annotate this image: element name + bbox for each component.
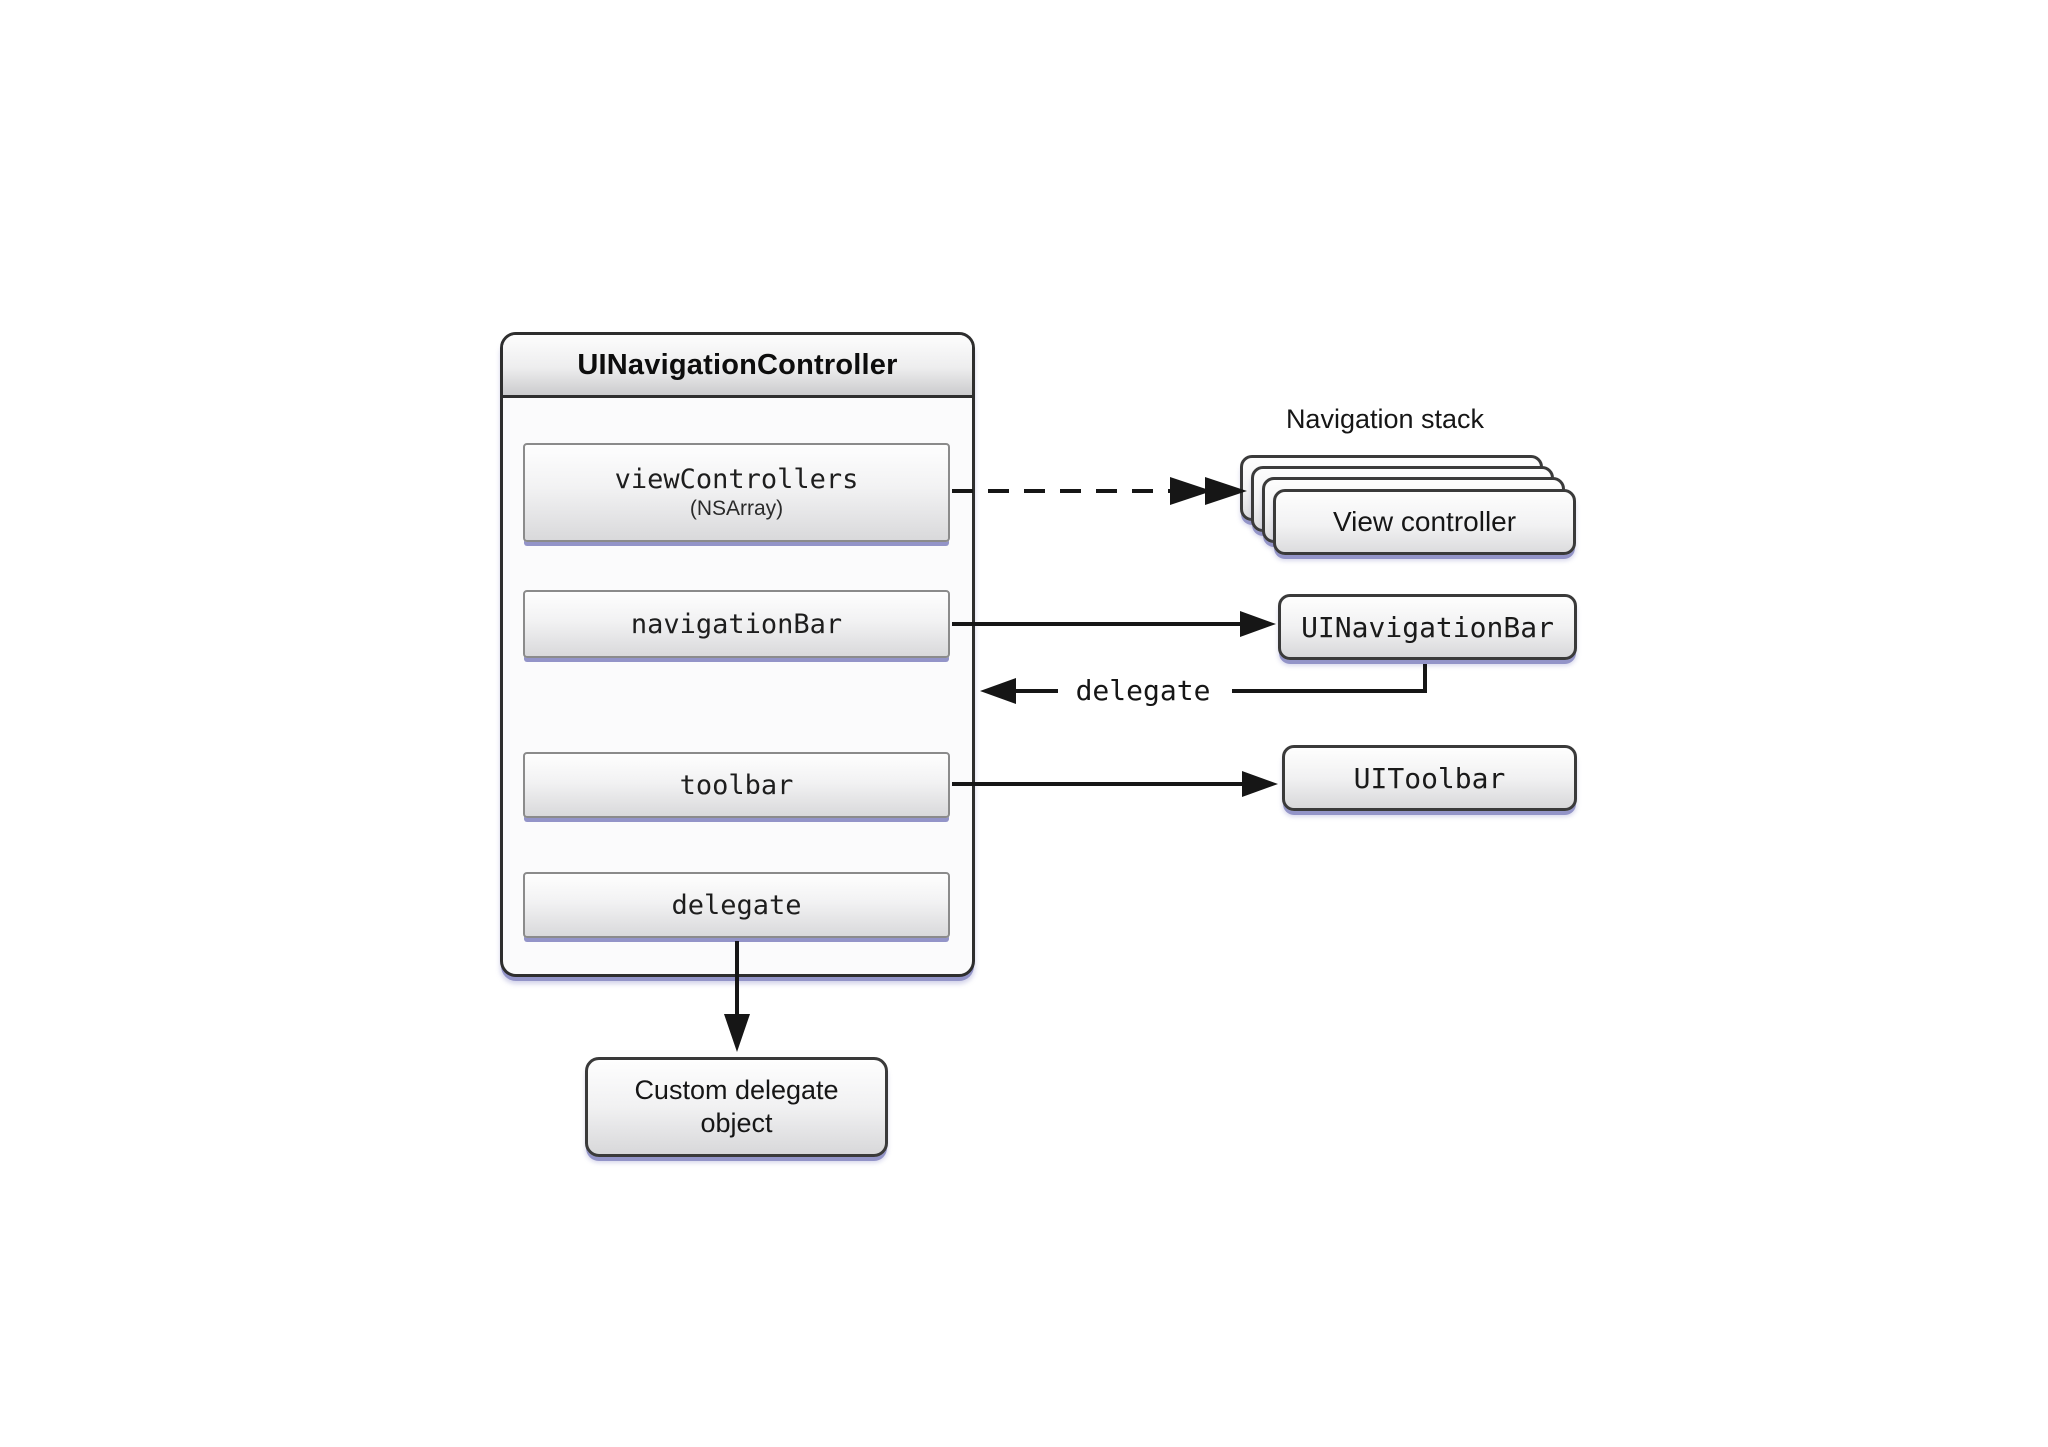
delegate-edge-label: delegate xyxy=(1075,674,1211,707)
custom-delegate-object-box: Custom delegate object xyxy=(585,1057,888,1157)
property-navigationbar-label: navigationBar xyxy=(630,608,843,640)
navigation-stack-title: Navigation stack xyxy=(1285,404,1485,434)
property-navigationbar: navigationBar xyxy=(523,590,950,658)
stack-card-front: View controller xyxy=(1273,489,1576,555)
property-viewcontrollers-sublabel: (NSArray) xyxy=(689,497,784,520)
uinavigationbar-label: UINavigationBar xyxy=(1301,610,1554,644)
stack-card-front-label: View controller xyxy=(1332,506,1517,537)
arrow-toolbar-to-uitoolbar xyxy=(952,771,1278,797)
uinavigationbar-box: UINavigationBar xyxy=(1278,594,1577,660)
property-viewcontrollers-label: viewControllers xyxy=(614,464,859,495)
custom-delegate-object-label: Custom delegate object xyxy=(634,1075,839,1138)
property-delegate: delegate xyxy=(523,872,950,938)
property-delegate-label: delegate xyxy=(671,889,802,921)
property-toolbar: toolbar xyxy=(523,752,950,818)
property-viewcontrollers: viewControllers (NSArray) xyxy=(523,443,950,542)
uitoolbar-label: UIToolbar xyxy=(1353,761,1506,795)
arrow-viewcontrollers-to-stack xyxy=(952,477,1247,505)
uitoolbar-box: UIToolbar xyxy=(1282,745,1577,811)
property-toolbar-label: toolbar xyxy=(679,769,794,801)
uinavigationcontroller-title: UINavigationController xyxy=(503,335,972,398)
arrow-navigationbar-to-uinavigationbar xyxy=(952,611,1276,637)
